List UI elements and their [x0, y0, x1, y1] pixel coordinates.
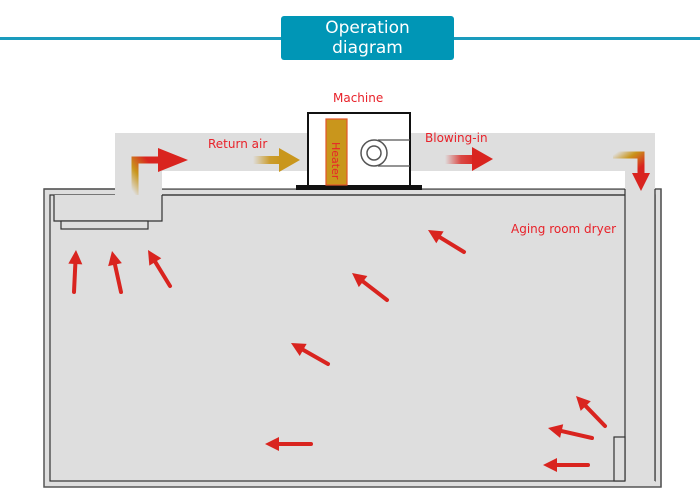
airflow-arrow-icon — [543, 458, 590, 472]
return-air-corner-arrow — [131, 148, 188, 195]
return-air-label: Return air — [208, 137, 268, 151]
intake-grille — [60, 220, 149, 230]
title-line-2: diagram — [332, 38, 403, 58]
room-airflow-arrows — [68, 230, 607, 472]
machine-label: Machine — [333, 91, 384, 105]
fan-icon — [360, 139, 410, 167]
airflow-arrow-icon — [108, 251, 123, 294]
machine-housing — [307, 112, 411, 188]
return-air-intake — [53, 195, 163, 230]
title-line-1: Operation — [325, 18, 410, 38]
room-label: Aging room dryer — [511, 222, 617, 236]
blowing-in-arrow — [445, 147, 493, 171]
blowing-in-label: Blowing-in — [425, 131, 488, 145]
return-air-arrow — [253, 148, 300, 172]
machine-base — [296, 185, 422, 190]
blowing-in-corner-arrow — [613, 151, 650, 191]
airflow-arrow-icon — [148, 250, 172, 288]
airflow-arrow-icon — [291, 343, 330, 366]
airflow-arrow-icon — [265, 437, 313, 451]
airflow-arrow-icon — [68, 250, 83, 294]
title-badge: Operation diagram — [281, 16, 454, 60]
aging-room — [43, 188, 662, 488]
airflow-arrow-icon — [352, 273, 389, 302]
heater-element — [325, 118, 348, 186]
airflow-arrow-icon — [548, 424, 594, 440]
outlet-vent — [613, 436, 626, 482]
airflow-arrow-icon — [576, 396, 607, 428]
room-inner-wall — [49, 194, 656, 482]
airflow-arrow-icon — [428, 230, 466, 254]
duct-body — [115, 133, 655, 485]
heater-label: Heater — [329, 142, 342, 180]
machine — [296, 112, 422, 190]
